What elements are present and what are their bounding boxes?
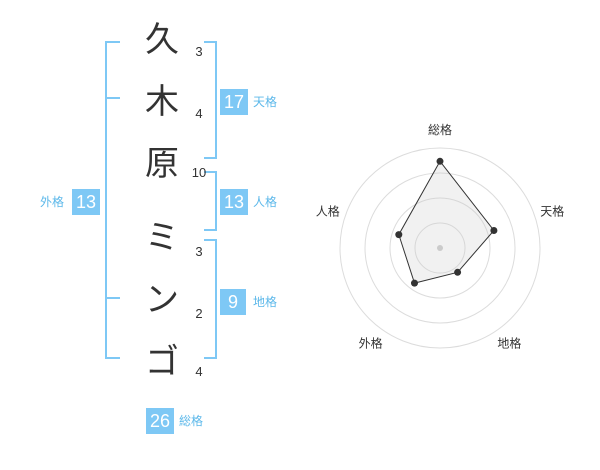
tenkaku-value-badge: 17 xyxy=(220,89,248,115)
gaikaku-bracket xyxy=(105,41,120,359)
stroke-count-4: 3 xyxy=(195,244,203,259)
radar-point-3 xyxy=(454,268,462,276)
name-char-3: 原 xyxy=(145,144,179,184)
name-char-1: 久 xyxy=(145,20,179,60)
jinkaku-bracket xyxy=(204,171,217,231)
name-char-4: ミ xyxy=(145,218,179,258)
radar-ring-3 xyxy=(364,172,516,324)
radar-axis-label-4: 外格 xyxy=(359,336,383,351)
stroke-count-6: 4 xyxy=(195,364,203,379)
name-char-5: ン xyxy=(145,280,179,320)
radar-axis-label-5: 人格 xyxy=(316,204,340,219)
stroke-count-2: 4 xyxy=(195,106,203,121)
soukaku-label: 総格 xyxy=(179,414,204,428)
jinkaku-label: 人格 xyxy=(253,195,278,209)
radar-ring-1 xyxy=(414,222,466,274)
chikaku-bracket xyxy=(204,239,217,359)
chikaku-label: 地格 xyxy=(253,295,278,309)
radar-point-5 xyxy=(395,231,403,239)
radar-point-4 xyxy=(411,279,418,287)
stroke-count-5: 2 xyxy=(195,306,203,321)
jinkaku-value-badge: 13 xyxy=(220,189,248,215)
radar-ring-2 xyxy=(389,197,491,299)
radar-ring-4 xyxy=(339,147,541,349)
radar-center-point xyxy=(437,245,443,251)
tenkaku-label: 天格 xyxy=(253,95,278,109)
chikaku-value-badge: 9 xyxy=(220,289,246,315)
radar-point-2 xyxy=(490,227,498,234)
radar-data-polygon xyxy=(398,160,495,284)
gaikaku-label: 外格 xyxy=(40,195,65,209)
radar-axis-label-1: 総格 xyxy=(428,122,452,137)
stroke-count-1: 3 xyxy=(195,44,203,59)
radar-axis-label-3: 地格 xyxy=(497,336,521,351)
tenkaku-bracket xyxy=(204,41,217,159)
stroke-count-3: 10 xyxy=(191,165,207,180)
radar-point-1 xyxy=(436,157,444,165)
soukaku-value-badge: 26 xyxy=(146,408,174,434)
gaikaku-value-badge: 13 xyxy=(72,189,100,215)
name-char-6: ゴ xyxy=(145,342,179,382)
name-char-2: 木 xyxy=(145,82,179,122)
radar-axis-label-2: 天格 xyxy=(540,204,564,219)
